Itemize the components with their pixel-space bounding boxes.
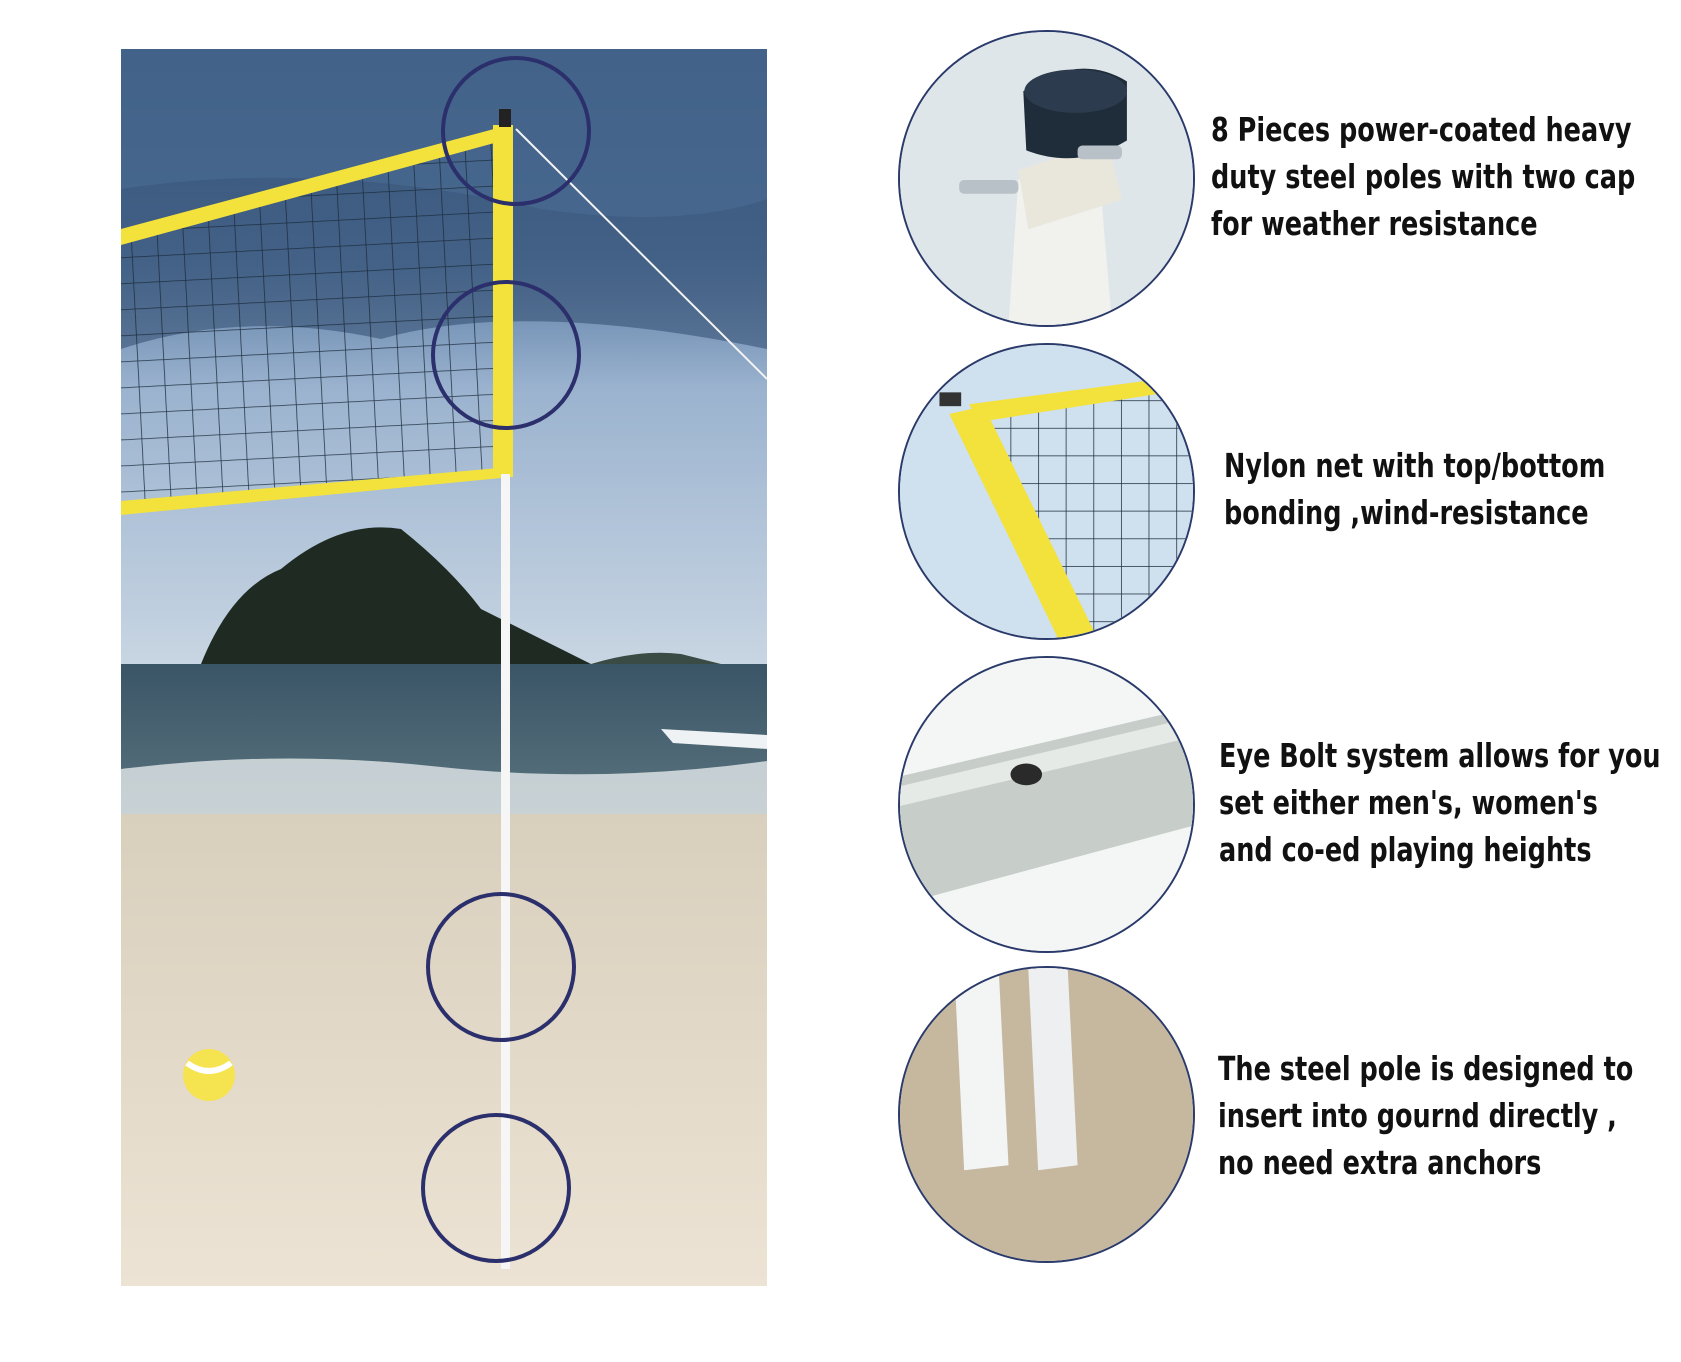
- caption-poles: 8 Pieces power-coated heavy duty steel p…: [1211, 110, 1636, 243]
- net-corner-detail-image: [898, 343, 1195, 640]
- caption-ground-insert: The steel pole is designed to insert int…: [1218, 1049, 1634, 1182]
- highlight-circle-joint: [426, 892, 576, 1042]
- caption-eye-bolt: Eye Bolt system allows for you set eithe…: [1219, 736, 1661, 869]
- caption-net: Nylon net with top/bottom bonding ,wind-…: [1224, 446, 1606, 532]
- beach-volleyball-photo: [121, 49, 767, 1286]
- eye-bolt-detail-image: [898, 656, 1195, 953]
- ground-insert-detail-image: [898, 966, 1195, 1263]
- highlight-circle-net: [431, 280, 581, 430]
- highlight-circle-top: [441, 56, 591, 206]
- highlight-circle-ground: [421, 1113, 571, 1263]
- pole-cap-detail-image: [898, 30, 1195, 327]
